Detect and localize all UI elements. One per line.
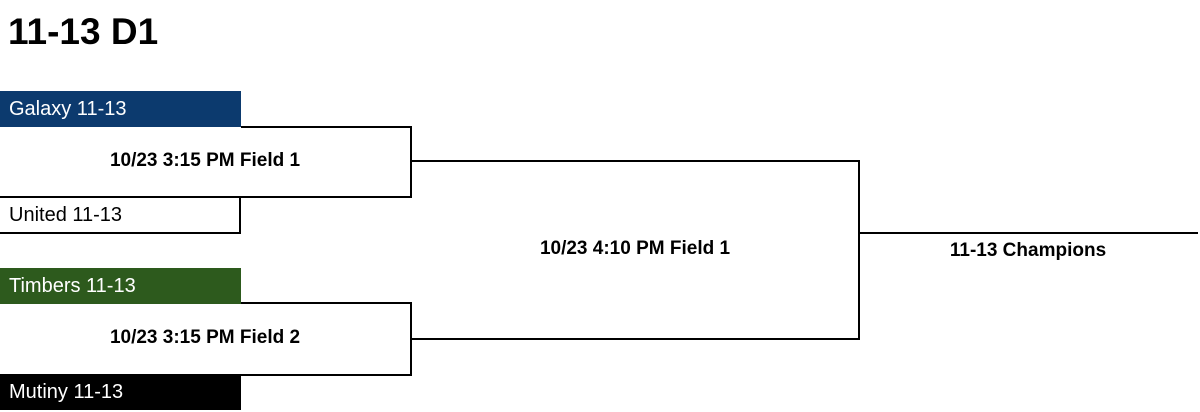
- bracket-title: 11-13 D1: [8, 11, 159, 52]
- champion-line: [860, 232, 1198, 234]
- team-galaxy[interactable]: Galaxy 11-13: [0, 91, 241, 127]
- match1-right-line: [410, 126, 412, 198]
- final-bottom-line: [412, 338, 860, 340]
- match1-bottom-line: [0, 196, 412, 198]
- final-right-line: [858, 160, 860, 340]
- match2-top-line: [241, 302, 412, 304]
- final-game-info: 10/23 4:10 PM Field 1: [539, 238, 731, 259]
- team-united[interactable]: United 11-13: [0, 198, 241, 234]
- match1-top-line: [241, 126, 412, 128]
- team-timbers[interactable]: Timbers 11-13: [0, 268, 241, 304]
- final-top-line: [412, 160, 860, 162]
- match2-game-info: 10/23 3:15 PM Field 2: [109, 327, 301, 348]
- match2-bottom-line: [241, 374, 412, 376]
- match1-game-info: 10/23 3:15 PM Field 1: [109, 150, 301, 171]
- match2-right-line: [410, 302, 412, 376]
- champion-label: 11-13 Champions: [949, 240, 1107, 261]
- team-mutiny[interactable]: Mutiny 11-13: [0, 374, 241, 410]
